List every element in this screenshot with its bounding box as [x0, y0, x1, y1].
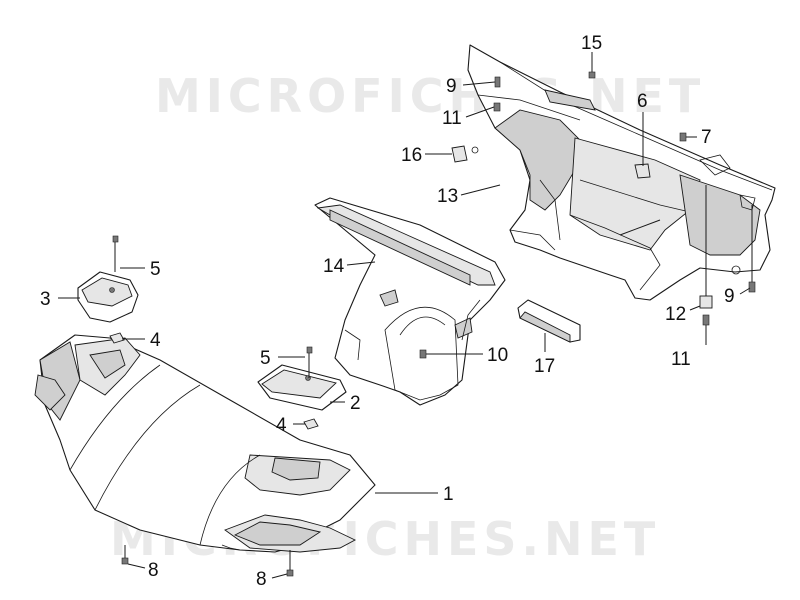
callout-5b: 5 [260, 348, 271, 369]
part-1-front-leg-shield [34, 334, 376, 553]
callout-11b: 11 [671, 349, 691, 370]
screw-11a [493, 102, 501, 112]
callout-12: 12 [665, 304, 686, 325]
screw-7 [679, 132, 687, 142]
screw-8a [121, 545, 129, 565]
part-14-inner-panel [314, 197, 506, 406]
callout-13: 13 [437, 186, 458, 207]
screw-11b [702, 314, 710, 326]
part-13-rear-inner-shield [467, 44, 776, 301]
callout-1: 1 [443, 484, 454, 505]
callout-2: 2 [350, 393, 361, 414]
callout-8b: 8 [256, 569, 267, 590]
watermark-top: MICROFICHES.NET [155, 69, 705, 123]
callout-10: 10 [487, 345, 508, 366]
clip-16 [451, 145, 479, 163]
callout-9a: 9 [446, 76, 457, 97]
clip-4a [109, 332, 125, 344]
screw-9a [494, 76, 501, 88]
spacer-12 [699, 185, 713, 309]
screw-8b [286, 550, 294, 577]
callout-8a: 8 [148, 560, 159, 581]
callout-9b: 9 [724, 286, 735, 307]
callout-17: 17 [534, 356, 555, 377]
screw-9b [748, 205, 756, 293]
callout-15: 15 [581, 33, 602, 54]
clip-6 [634, 163, 651, 179]
leader-lines [58, 81, 751, 579]
callout-11a: 11 [442, 108, 462, 129]
screw-5b [306, 346, 313, 378]
part-2-cover-plate [257, 364, 347, 411]
clip-4b [303, 418, 319, 430]
callout-14: 14 [323, 256, 345, 277]
callout-6: 6 [637, 91, 648, 112]
screw-10 [419, 349, 427, 359]
screw-15 [588, 52, 596, 79]
screw-5a [112, 235, 119, 272]
callout-7: 7 [701, 127, 712, 148]
callout-3: 3 [40, 289, 51, 310]
callout-4a: 4 [150, 330, 161, 351]
callout-4b: 4 [276, 415, 287, 436]
part-3-cap [77, 271, 139, 323]
callout-5a: 5 [150, 259, 161, 280]
callout-16: 16 [401, 145, 422, 166]
part-17-rubber-strip [517, 299, 581, 343]
